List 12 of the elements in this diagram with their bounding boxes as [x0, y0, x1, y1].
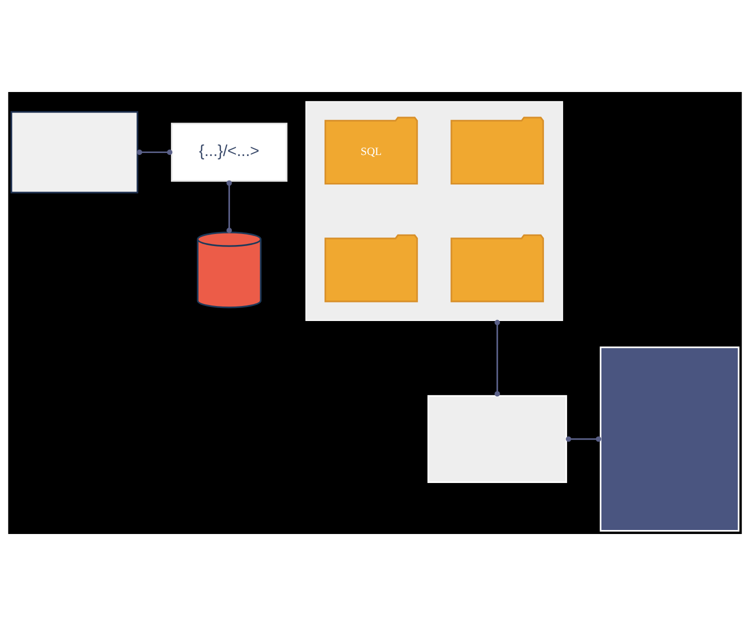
node-folder: [324, 234, 418, 302]
node-box: [427, 394, 568, 482]
node-box: [10, 110, 138, 193]
node-box: {...}/<...>: [170, 122, 288, 182]
connector: [494, 319, 500, 396]
connector: [136, 149, 172, 154]
node-folder: [450, 234, 544, 302]
cluster: [305, 100, 564, 320]
node-folder: [450, 116, 544, 184]
connector: [566, 436, 602, 442]
connector: [226, 180, 232, 233]
node-box: [600, 346, 740, 532]
